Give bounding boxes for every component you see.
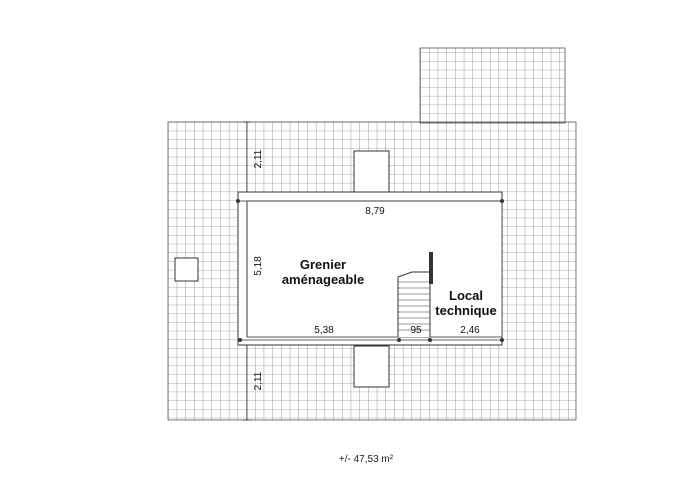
dimension-vertical-bottom [243, 344, 251, 421]
room-label-tech-line1: Local [449, 288, 483, 303]
room-label-attic-line2: aménageable [282, 272, 364, 287]
area-label: +/- 47,53 m² [339, 454, 394, 465]
roof-extension [419, 47, 566, 124]
room-label-tech-line2: technique [435, 303, 496, 318]
chimney-opening [174, 257, 199, 282]
dim-label-bottom-tech: 2,46 [460, 325, 480, 336]
dim-label-bottom-vertical: 2,11 [253, 371, 264, 390]
dim-label-top-vertical: 2,11 [253, 149, 264, 168]
dimension-bottom [238, 338, 504, 342]
dim-label-bottom-stair: 95 [410, 325, 422, 336]
skylight-top [353, 150, 390, 194]
room-label-attic-line1: Grenier [300, 257, 346, 272]
dim-label-bottom-attic: 5,38 [314, 325, 334, 336]
skylight-bottom [353, 345, 390, 388]
dimension-top [236, 199, 504, 203]
dim-label-left-height: 5,18 [253, 256, 264, 276]
stair-post [429, 252, 433, 284]
dim-label-top-width: 8,79 [365, 206, 385, 217]
dimension-vertical-top [243, 121, 251, 193]
staircase [397, 271, 431, 337]
